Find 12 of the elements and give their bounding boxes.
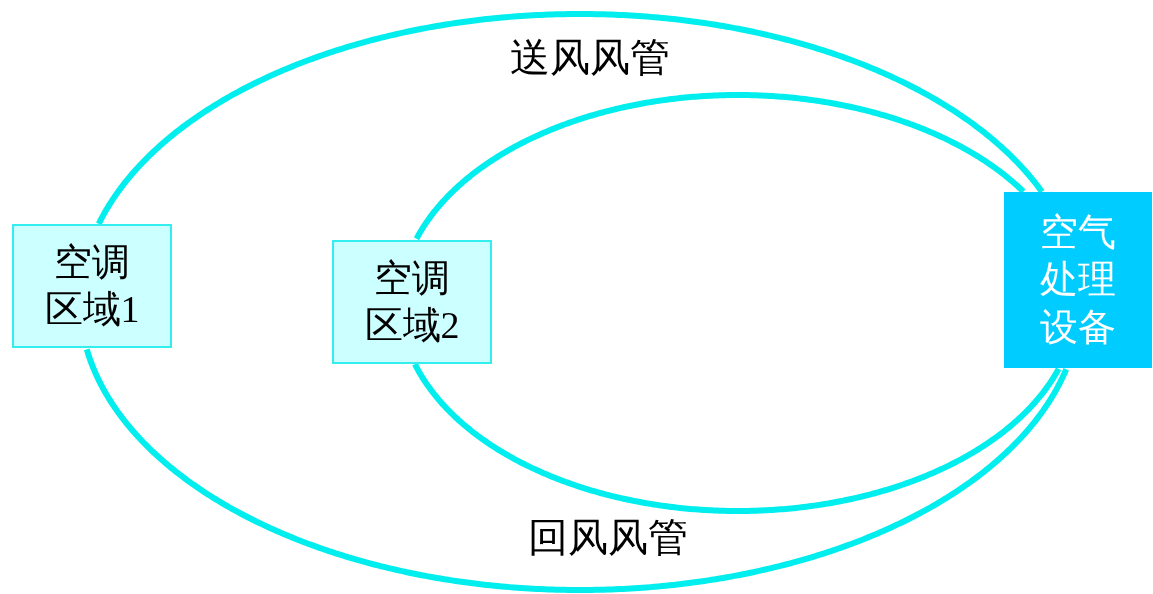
node-label: 空气处理设备 — [1039, 209, 1117, 350]
node-label: 空调区域1 — [43, 239, 141, 332]
duct-label: 回风风管 — [528, 514, 688, 562]
zone-box — [12, 224, 172, 348]
duct-line — [412, 362, 1062, 514]
duct-line — [413, 92, 1026, 241]
duct-line — [96, 11, 1045, 226]
zone-box — [1004, 192, 1152, 368]
zone-box — [332, 240, 492, 364]
node-label: 空调区域2 — [363, 255, 461, 348]
duct-line — [83, 348, 1069, 593]
duct-label: 送风风管 — [510, 34, 670, 82]
